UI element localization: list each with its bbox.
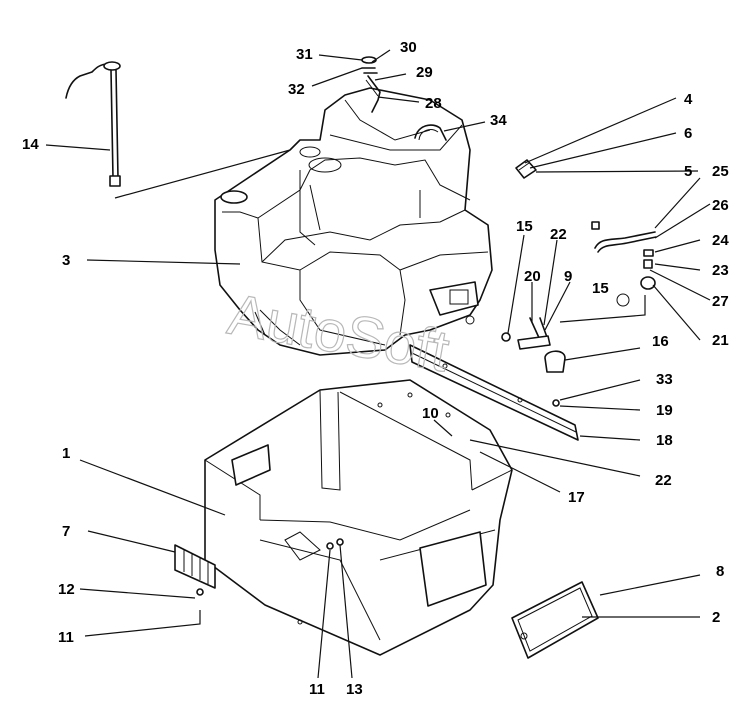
callout-12: 12 — [58, 581, 75, 598]
callout-29: 29 — [416, 64, 433, 81]
callout-6: 6 — [684, 125, 692, 142]
grille-panel — [174, 544, 216, 596]
tank-cap-assembly — [361, 56, 381, 113]
callout-11-left: 11 — [58, 629, 74, 646]
callout-33: 33 — [656, 371, 673, 388]
callout-16: 16 — [652, 333, 669, 350]
callout-26: 26 — [712, 197, 729, 214]
tank-frame — [204, 379, 513, 656]
callout-labels: 31 30 32 29 28 34 4 6 5 14 25 26 24 23 2… — [22, 39, 729, 698]
callout-23: 23 — [712, 262, 729, 279]
callout-4: 4 — [684, 91, 693, 108]
callout-15-upper: 15 — [516, 218, 533, 235]
callout-2: 2 — [712, 609, 720, 626]
callout-22-lower: 22 — [655, 472, 672, 489]
callout-21: 21 — [712, 332, 729, 349]
support-bracket — [409, 344, 579, 441]
fuel-tank — [214, 87, 493, 356]
cover-panel — [511, 581, 599, 659]
callout-34: 34 — [490, 112, 507, 129]
leader-lines — [45, 49, 711, 679]
frame-fasteners — [326, 538, 344, 550]
callout-22-upper: 22 — [550, 226, 567, 243]
callout-1: 1 — [62, 445, 70, 462]
fuel-line-assembly — [559, 221, 657, 323]
callout-20: 20 — [524, 268, 541, 285]
callout-32: 32 — [288, 81, 305, 98]
callout-5: 5 — [684, 163, 692, 180]
vent-hose — [414, 124, 447, 141]
callout-9: 9 — [564, 268, 572, 285]
callout-8: 8 — [716, 563, 724, 580]
callout-19: 19 — [656, 402, 673, 419]
callout-7: 7 — [62, 523, 70, 540]
callout-18: 18 — [656, 432, 673, 449]
callout-27: 27 — [712, 293, 729, 310]
level-sender — [65, 61, 291, 199]
callout-25: 25 — [712, 163, 729, 180]
callout-17: 17 — [568, 489, 585, 506]
callout-13: 13 — [346, 681, 363, 698]
mounting-hardware — [501, 317, 566, 373]
electrical-connector — [515, 159, 537, 179]
callout-3: 3 — [62, 252, 70, 269]
callout-28: 28 — [425, 95, 442, 112]
callout-14: 14 — [22, 136, 39, 153]
callout-11-bottom: 11 — [309, 681, 325, 698]
callout-10: 10 — [422, 405, 439, 422]
callout-31: 31 — [296, 46, 313, 63]
callout-15-right: 15 — [592, 280, 609, 297]
callout-30: 30 — [400, 39, 417, 56]
callout-24: 24 — [712, 232, 729, 249]
